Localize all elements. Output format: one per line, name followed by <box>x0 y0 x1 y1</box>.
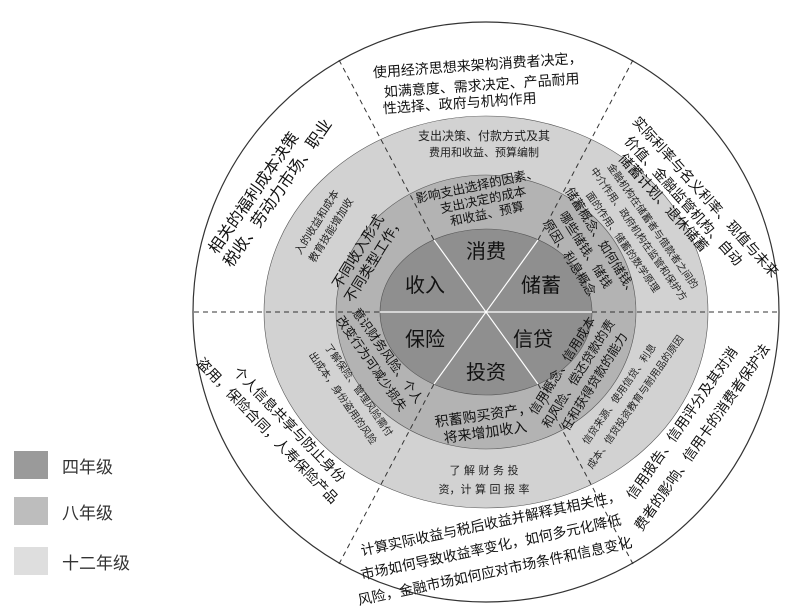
divider-upper-left <box>338 59 435 241</box>
center-label-income: 收入 <box>405 273 445 297</box>
center-label-investment: 投资 <box>466 360 506 384</box>
legend-swatch <box>14 451 48 479</box>
legend-item-twelfth-grade: 十二年级 <box>14 547 130 575</box>
divider-lower-right <box>537 383 634 565</box>
r3-consumption-line-1: 支出决策、付款方式及其 <box>418 128 550 143</box>
r3-investment-line-2: 资，计 算 回 报 率 <box>439 482 530 496</box>
center-lines <box>380 239 592 385</box>
legend-label: 八年级 <box>62 503 113 524</box>
divider-upper-right <box>537 59 634 241</box>
center-label-savings: 储蓄 <box>521 273 561 297</box>
legend-label: 十二年级 <box>62 553 130 574</box>
legend-swatch <box>14 497 48 525</box>
legend-item-eighth-grade: 八年级 <box>14 497 113 525</box>
sector-dividers <box>194 59 778 565</box>
center-label-consumption: 消费 <box>466 239 506 263</box>
r3-consumption-line-2: 费用和收益、预算编制 <box>429 145 539 159</box>
legend-swatch <box>14 547 48 575</box>
center-line-diag-b <box>433 239 539 385</box>
divider-lower-left <box>338 383 435 565</box>
center-label-credit: 信贷 <box>513 327 553 351</box>
center-label-insurance: 保险 <box>405 327 445 351</box>
legend-label: 四年级 <box>62 457 113 478</box>
r3-investment-line-1: 了 解 财 务 投 <box>450 463 519 477</box>
legend-item-fourth-grade: 四年级 <box>14 451 113 479</box>
